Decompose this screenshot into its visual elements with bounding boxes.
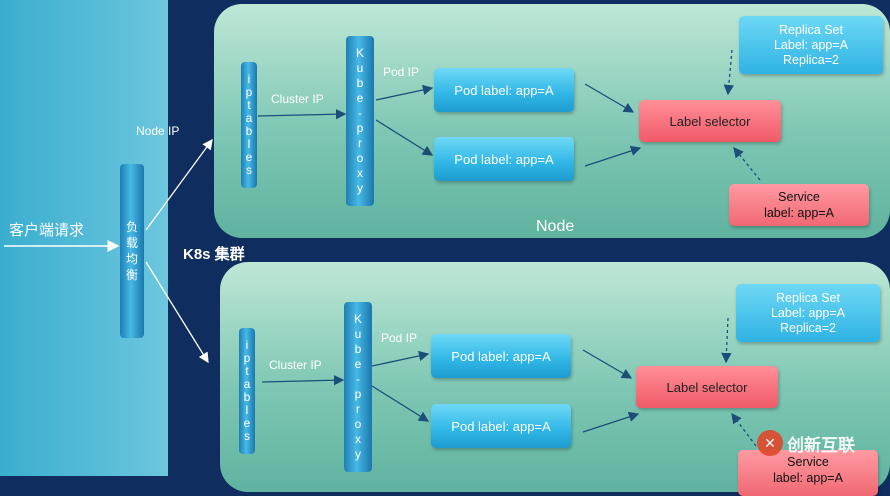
client-request-label: 客户端请求 (9, 222, 85, 239)
service-box-2: Service label: app=A (738, 450, 878, 496)
label-selector-box-1: Label selector (639, 100, 781, 142)
cluster-ip-label-2: Cluster IP (269, 358, 322, 372)
node-label: Node (536, 218, 575, 235)
service-box-1: Service label: app=A (729, 184, 869, 226)
watermark-text: 创新互联 (787, 435, 855, 455)
pod-box: Pod label: app=A (434, 137, 574, 181)
pod-ip-label-2: Pod IP (381, 331, 418, 345)
logo-icon: ✕ (757, 430, 783, 456)
pod-box: Pod label: app=A (434, 68, 574, 112)
pod-ip-label-1: Pod IP (383, 65, 420, 79)
pod-box: Pod label: app=A (431, 404, 571, 448)
label-selector-box-2: Label selector (636, 366, 778, 408)
load-balancer-box: 负 载 均 衡 (120, 164, 144, 338)
replica-set-box-2: Replica Set Label: app=A Replica=2 (736, 284, 880, 342)
node-ip-label: Node IP (136, 124, 180, 138)
watermark: ✕ 创新互联 (757, 430, 855, 456)
replica-set-box-1: Replica Set Label: app=A Replica=2 (739, 16, 883, 74)
pod-box: Pod label: app=A (431, 334, 571, 378)
cluster-ip-label-1: Cluster IP (271, 92, 324, 106)
cluster-title: K8s 集群 (183, 246, 245, 263)
